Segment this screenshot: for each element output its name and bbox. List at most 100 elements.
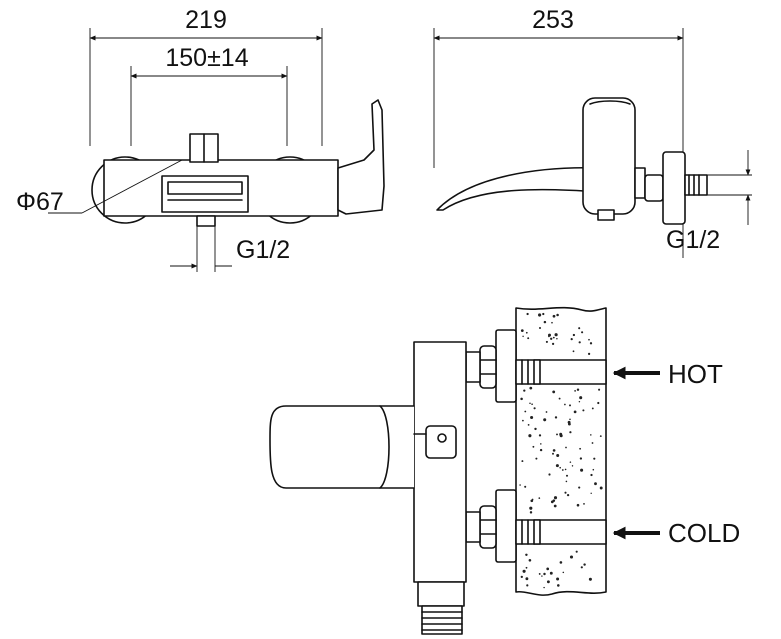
- wall-speck: [552, 390, 556, 394]
- wall-speck: [525, 577, 529, 581]
- wall-speck: [543, 320, 547, 324]
- wall-speck: [597, 401, 600, 405]
- dim-escutcheon-diameter: Φ67: [16, 188, 64, 216]
- wall-speck: [556, 313, 559, 317]
- wall-speck: [556, 577, 560, 581]
- wall-speck: [559, 466, 561, 469]
- wall-speck: [588, 338, 590, 341]
- wall-speck: [588, 577, 592, 581]
- wall-speck: [571, 465, 574, 467]
- wall-speck: [589, 342, 593, 345]
- wall-speck: [520, 329, 524, 332]
- wall-speck: [557, 584, 560, 587]
- dim-front-thread: G1/2: [236, 236, 290, 264]
- wall-speck: [569, 418, 571, 421]
- wall-speck: [559, 434, 562, 437]
- wall-speck: [545, 411, 548, 413]
- wall-speck: [552, 452, 554, 455]
- wall-speck: [591, 407, 594, 410]
- wall-speck: [566, 493, 570, 497]
- wall-speck: [552, 336, 555, 339]
- wall-speck: [578, 327, 581, 330]
- wall-speck: [525, 566, 528, 569]
- wall-speck: [552, 314, 556, 318]
- wall-speck: [525, 553, 528, 557]
- wall-speck: [523, 389, 526, 392]
- wall-speck: [538, 313, 542, 317]
- wall-speck: [529, 402, 531, 404]
- wall-speck: [559, 561, 563, 564]
- wall-speck: [581, 331, 584, 334]
- wall-speck: [530, 415, 534, 420]
- wall-speck: [543, 572, 546, 576]
- wall-speck: [573, 410, 577, 414]
- wall-speck: [519, 484, 521, 486]
- wall-speck: [592, 468, 595, 471]
- wall-speck: [578, 400, 581, 403]
- wall-speck: [551, 321, 553, 324]
- wall-speck: [583, 503, 585, 505]
- wall-speck: [564, 468, 567, 471]
- wall-speck: [574, 390, 576, 392]
- wall-speck: [538, 572, 541, 575]
- wall-speck: [548, 473, 551, 476]
- wall-speck: [580, 566, 583, 569]
- wall-speck: [556, 433, 558, 436]
- wall-speck: [576, 503, 580, 507]
- wall-speck: [525, 331, 528, 334]
- wall-speck: [578, 341, 581, 344]
- wall-speck: [570, 338, 573, 341]
- wall-texture: [519, 312, 603, 589]
- wall-speck: [546, 567, 550, 571]
- wall-speck: [554, 416, 558, 419]
- wall-speck: [522, 419, 524, 422]
- wall-speck: [579, 457, 583, 460]
- wall-speck: [521, 460, 524, 463]
- wall-speck: [561, 469, 564, 471]
- wall-speck: [590, 473, 593, 477]
- wall-speck: [558, 397, 561, 400]
- wall-speck: [530, 499, 534, 503]
- wall-speck: [598, 388, 601, 391]
- wall-speck: [564, 491, 567, 494]
- wall-speck: [583, 563, 586, 566]
- wall-speck: [569, 431, 572, 434]
- cold-label: COLD: [668, 518, 740, 548]
- wall-speck: [575, 550, 578, 553]
- wall-speck: [580, 468, 584, 472]
- wall-speck: [533, 407, 536, 410]
- wall-speck: [546, 580, 550, 584]
- wall-speck: [562, 571, 565, 574]
- wall-speck: [590, 434, 592, 436]
- wall-speck: [528, 559, 532, 562]
- wall-speck: [527, 424, 530, 426]
- wall-speck: [543, 586, 545, 589]
- installation-view: HOT COLD: [269, 306, 740, 635]
- wall-speck: [527, 337, 530, 340]
- wall-speck: [567, 420, 571, 424]
- wall-speck: [565, 480, 568, 483]
- wall-speck: [569, 555, 574, 559]
- wall-speck: [528, 434, 532, 438]
- wall-speck: [529, 386, 533, 390]
- wall-speck: [542, 312, 545, 316]
- wall-speck: [535, 457, 538, 460]
- side-view: 253 G1/2: [433, 6, 752, 258]
- wall-speck: [599, 435, 602, 438]
- wall-speck: [582, 409, 585, 412]
- front-view: 219 150±14 Φ67 G1/2: [16, 6, 385, 272]
- wall-speck: [594, 482, 597, 486]
- wall-speck: [572, 350, 575, 353]
- dim-side-thread: G1/2: [666, 226, 720, 254]
- wall-speck: [549, 571, 553, 575]
- wall-speck: [578, 486, 581, 489]
- wall-speck: [532, 445, 535, 448]
- wall-speck: [548, 335, 550, 338]
- wall-speck: [538, 326, 542, 330]
- wall-speck: [531, 403, 533, 406]
- dim-inlet-spacing: 150±14: [165, 44, 248, 72]
- wall-speck: [556, 337, 558, 340]
- wall-speck: [554, 333, 558, 337]
- wall-speck: [593, 457, 596, 460]
